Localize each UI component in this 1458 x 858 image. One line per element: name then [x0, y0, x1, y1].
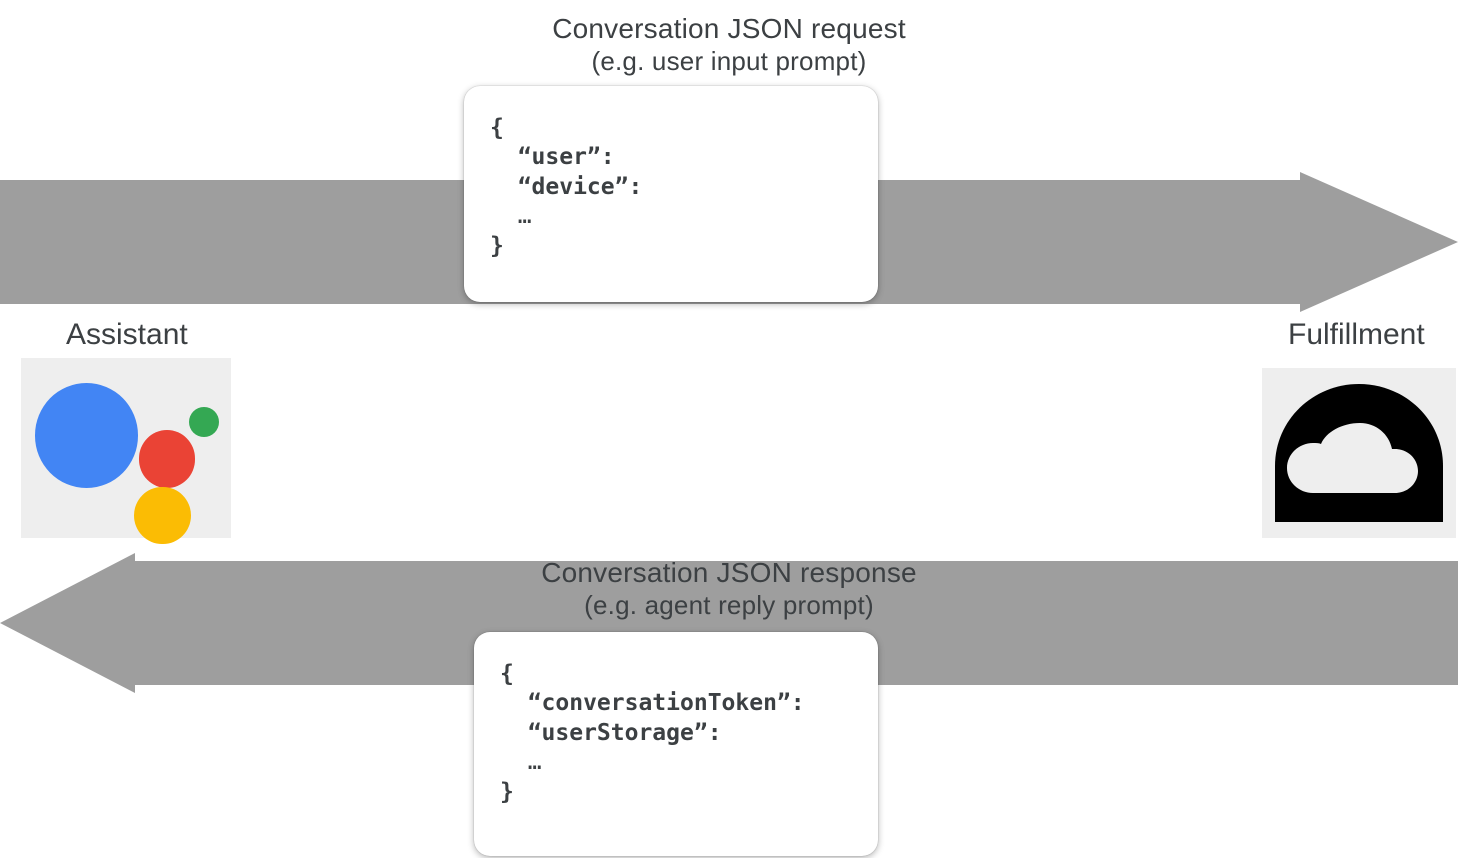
- assistant-dot-blue: [34, 383, 138, 488]
- response-json-open-brace: {: [500, 661, 514, 687]
- fulfillment-node-label: Fulfillment: [1288, 318, 1425, 351]
- response-arrow-shape: [0, 553, 1458, 693]
- cloud-functions-glyph: [1275, 384, 1443, 522]
- response-json-close-brace: }: [500, 778, 514, 805]
- cloud-functions-icon: [1262, 368, 1456, 538]
- assistant-dot-green: [189, 406, 220, 438]
- request-flow-label-line1: Conversation JSON request: [552, 13, 906, 44]
- fulfillment-node[interactable]: [1262, 368, 1456, 538]
- assistant-node-label: Assistant: [66, 318, 188, 351]
- assistant-node[interactable]: [21, 358, 231, 545]
- request-flow-label-line2: (e.g. user input prompt): [591, 46, 867, 77]
- request-json-card: { “user”: “device”: … }: [464, 86, 878, 302]
- request-flow-label: Conversation JSON request (e.g. user inp…: [0, 12, 1458, 78]
- response-arrow: [0, 545, 1458, 745]
- assistant-dot-red: [138, 430, 196, 488]
- response-json-card: { “conversationToken”: “userStorage”: … …: [474, 632, 878, 856]
- google-assistant-icon: [21, 358, 231, 545]
- request-json-field-device: “device”:: [517, 173, 643, 200]
- response-json-field-user-storage: “userStorage”:: [527, 719, 722, 746]
- response-json-field-conversation-token: “conversationToken”:: [527, 690, 805, 717]
- request-json-ellipsis: …: [517, 203, 533, 230]
- request-json-field-user: “user”:: [517, 144, 615, 171]
- request-json-close-brace: }: [490, 232, 504, 259]
- request-json-open-brace: {: [490, 115, 504, 141]
- response-json-ellipsis: …: [527, 749, 543, 776]
- assistant-dot-yellow: [134, 486, 192, 545]
